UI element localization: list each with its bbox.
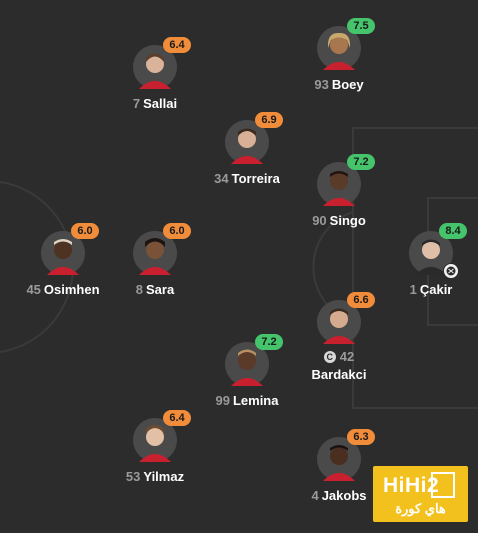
rating-badge: 6.0: [163, 223, 191, 239]
player-label: Bardakci: [311, 367, 367, 382]
rating-badge: 7.2: [255, 334, 283, 350]
rating-badge: 6.6: [347, 292, 375, 308]
player-photo-icon: 7.2: [317, 154, 375, 206]
player-photo-icon: 6.9: [225, 112, 283, 164]
player-of-match-icon: [443, 263, 459, 279]
watermark-frame: [431, 472, 455, 498]
rating-badge: 8.4: [439, 223, 467, 239]
rating-badge: 7.5: [347, 18, 375, 34]
rating-badge: 6.9: [255, 112, 283, 128]
watermark-logo: HiHi2 هاي كورة: [373, 466, 468, 522]
rating-badge: 6.4: [163, 410, 191, 426]
rating-badge: 6.3: [347, 429, 375, 445]
player-photo-icon: 6.3: [317, 429, 375, 481]
player-photo-icon: 8.4: [409, 223, 467, 279]
rating-badge: 6.4: [163, 37, 191, 53]
rating-badge: 7.2: [347, 154, 375, 170]
player-photo-icon: 6.6: [317, 292, 375, 344]
watermark-subtitle: هاي كورة: [395, 501, 446, 516]
player-photo-icon: 6.4: [133, 37, 191, 89]
player-photo-icon: 6.4: [133, 410, 191, 462]
watermark-brand: HiHi2: [383, 474, 440, 497]
player-photo-icon: 7.5: [317, 18, 375, 70]
player-photo-icon: 6.0: [41, 223, 99, 275]
player-photo-icon: 6.0: [133, 223, 191, 275]
player-photo-icon: 7.2: [225, 334, 283, 386]
captain-icon: C: [323, 351, 336, 363]
rating-badge: 6.0: [71, 223, 99, 239]
